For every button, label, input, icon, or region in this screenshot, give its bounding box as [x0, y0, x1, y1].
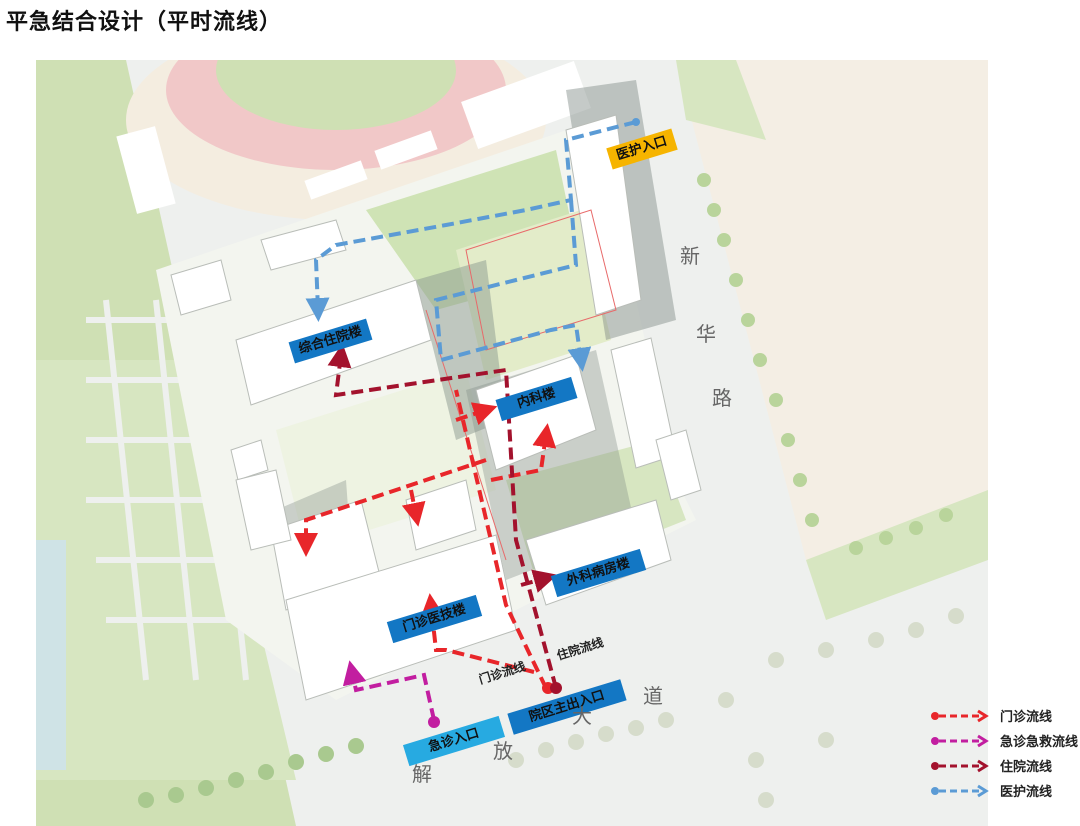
magenta-dashed-arrow-icon — [931, 734, 989, 747]
legend-item-inpatient: 住院流线 — [930, 753, 1080, 778]
site-plan-map — [36, 60, 988, 826]
darkred-dashed-arrow-icon — [931, 759, 989, 772]
red-dashed-arrow-icon — [931, 709, 989, 722]
site-plan-drawing — [36, 60, 988, 826]
road-label-jiefang-4: 道 — [643, 684, 663, 708]
road-label-xinhua-3: 路 — [712, 386, 732, 410]
road-label-xinhua-1: 新 — [680, 244, 700, 268]
legend: 门诊流线 急诊急救流线 住院流线 医护流线 — [930, 703, 1080, 803]
legend-item-emergency: 急诊急救流线 — [930, 728, 1080, 753]
legend-item-outpatient: 门诊流线 — [930, 703, 1080, 728]
page-title: 平急结合设计（平时流线） — [6, 10, 283, 35]
road-label-jiefang-3: 大 — [572, 704, 592, 728]
blue-dashed-arrow-icon — [931, 784, 989, 797]
road-label-jiefang-1: 解 — [412, 762, 432, 786]
road-label-jiefang-2: 放 — [493, 739, 513, 763]
road-label-xinhua-2: 华 — [696, 322, 716, 346]
legend-item-staff: 医护流线 — [930, 778, 1080, 803]
